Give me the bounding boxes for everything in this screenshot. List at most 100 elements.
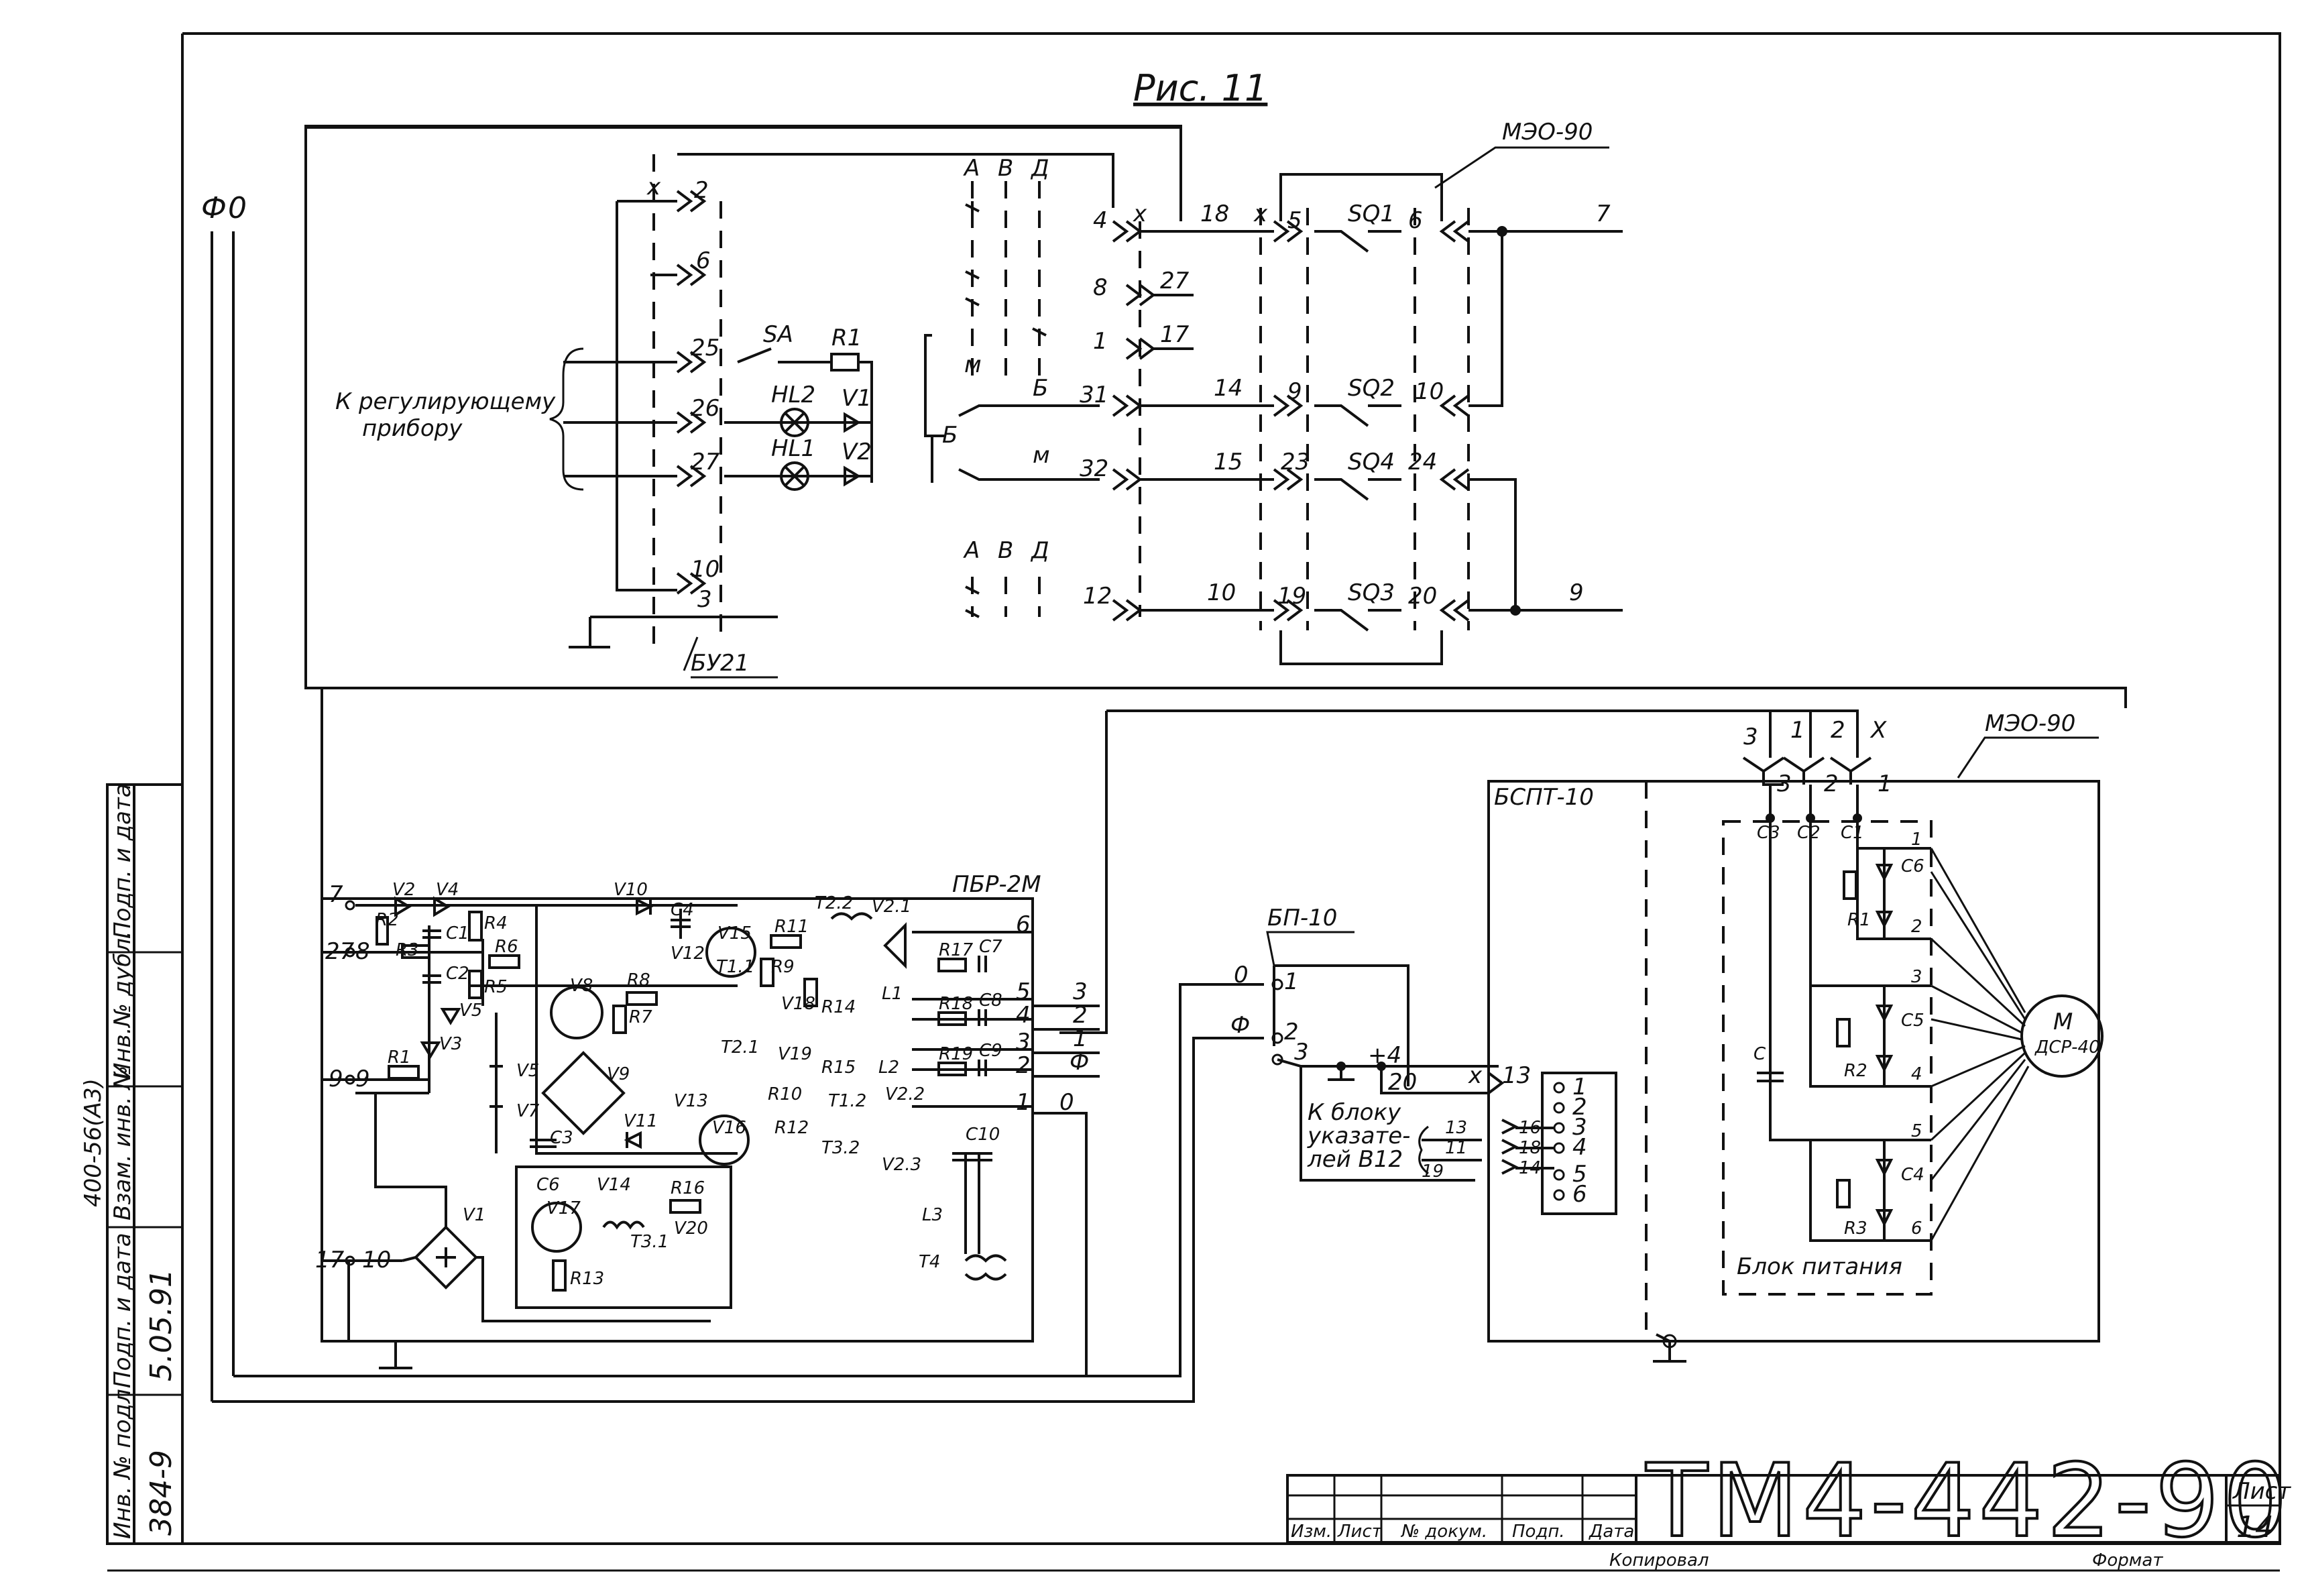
top-circuit: 2 6 25 26 27 10 3 x К регулирующему приб… [304, 119, 2127, 708]
pb-n1: 1 [1911, 830, 1922, 850]
pbr-r4: R4 [484, 913, 508, 933]
svg-text:10: 10 [691, 556, 719, 583]
pb-n6: 6 [1911, 1218, 1922, 1239]
pbr-v12: V12 [671, 944, 705, 964]
col-doc: № докум. [1400, 1522, 1487, 1542]
motor-symbol: M [2053, 1009, 2073, 1035]
pbr-t3-1: T3.1 [630, 1232, 669, 1252]
pbr-c4: C4 [671, 900, 694, 920]
indicator-label-3: лей В12 [1307, 1146, 1403, 1173]
pbr-v17: V17 [546, 1198, 581, 1218]
svg-text:26: 26 [691, 395, 719, 422]
svg-text:4: 4 [1093, 207, 1108, 234]
pbr-v16: V16 [712, 1118, 746, 1138]
side-cell-5: Инв. № подл. [109, 1381, 136, 1539]
svg-text:x: x [1253, 201, 1268, 227]
v2-label: V2 [842, 439, 872, 465]
r1-label: R1 [831, 325, 862, 351]
pbr-r16: R16 [671, 1178, 705, 1198]
pbr-v3: V3 [439, 1034, 462, 1054]
pbr-outputs: R17 C7 R18 C8 R19 C9 6 5 4 3 2 1 3 2 1 Ф… [912, 911, 1100, 1376]
pbr-label: ПБР-2М [952, 871, 1041, 898]
svg-text:14: 14 [1214, 375, 1243, 402]
motor-type: ДСР-40 [2034, 1037, 2100, 1058]
svg-text:м: м [964, 351, 982, 378]
pbr-c7: C7 [979, 937, 1002, 957]
svg-text:Б: Б [942, 422, 958, 449]
sq-connectors [1273, 220, 1470, 622]
pb-r1: R1 [1847, 910, 1871, 930]
pbr-r15: R15 [821, 1058, 856, 1078]
pbr-r8: R8 [627, 970, 650, 990]
pbr-r14: R14 [821, 997, 856, 1017]
pbr-v2-3: V2.3 [882, 1155, 921, 1175]
svg-text:27: 27 [691, 449, 720, 475]
pbr-v5b: V5 [516, 1061, 539, 1081]
sheet-number: 14 [2236, 1510, 2274, 1544]
svg-text:6: 6 [1016, 911, 1031, 938]
bspt-pin-6: 6 [1572, 1181, 1587, 1208]
abd-d-bottom: Д [1030, 537, 1049, 564]
pbr-t2-2: T2.2 [815, 893, 853, 913]
pbr-block: ПБР-2М 7 27 8 9 9 17 10 V2 V4 [315, 688, 1859, 1376]
abd-b-bottom: В [998, 537, 1013, 564]
svg-text:24: 24 [1408, 449, 1437, 475]
pbr-r17: R17 [939, 940, 974, 960]
bp-term-0: 0 [1234, 962, 1249, 988]
pbr-out-2: 2 [1073, 1002, 1088, 1029]
pbr-v20: V20 [674, 1218, 708, 1239]
svg-text:25: 25 [691, 335, 719, 361]
bspt10-block: БСПТ-10 1 2 3 4 5 6 13 16 18 14 x [1468, 780, 2100, 1363]
svg-text:Б: Б [1033, 375, 1048, 402]
supply-lines: Ф 0 [201, 191, 1264, 1403]
bp-term-20: 20 [1388, 1069, 1417, 1096]
document-code: ТМ4-442-90 [1646, 1443, 2291, 1560]
pbr-v15: V15 [717, 923, 752, 944]
svg-text:31: 31 [1080, 382, 1108, 408]
side-cell-3: Взам. инв. № [109, 1066, 136, 1220]
bspt10-label: БСПТ-10 [1494, 784, 1594, 811]
pbr-c6: C6 [536, 1175, 560, 1195]
sheet-frame [107, 32, 2281, 1545]
col-izm: Изм. [1291, 1522, 1332, 1542]
pbr-c10: C10 [966, 1125, 1000, 1145]
bspt-pin-3: 3 [1572, 1114, 1587, 1141]
svg-text:6: 6 [1408, 207, 1423, 234]
bspt-pin-4: 4 [1572, 1134, 1587, 1161]
supply-phase-label: Ф [201, 191, 227, 225]
pbr-r10: R10 [768, 1084, 802, 1104]
pbr-r18: R18 [939, 994, 973, 1014]
pbr-t1-2: T1.2 [828, 1091, 866, 1111]
pbr-c3: C3 [550, 1128, 573, 1148]
pbr-r12: R12 [774, 1118, 809, 1138]
svg-text:м: м [1033, 442, 1050, 469]
sq2-label: SQ2 [1348, 375, 1395, 402]
pbr-r11: R11 [774, 917, 809, 937]
pbr-t1-1: T1.1 [716, 957, 754, 977]
indicator-wire-11: 11 [1445, 1138, 1467, 1158]
bp-term-1: 1 [1284, 968, 1299, 995]
meo-bottom-block: МЭО-90 3 1 2 X 3 2 1 Блок питания C3 C2 … [1722, 710, 2104, 1296]
svg-text:x: x [646, 174, 661, 201]
pbr-v2-1: V2.1 [872, 897, 911, 917]
bp-term-phi: Ф [1230, 1012, 1250, 1039]
meo-in-3b: 3 [1777, 771, 1792, 797]
pbr-r7: R7 [629, 1007, 652, 1027]
svg-text:1: 1 [1093, 328, 1108, 355]
bspt-term-13: 13 [1502, 1062, 1531, 1089]
side-value-inv: 384-9 [144, 1450, 178, 1536]
pbr-v4: V4 [436, 880, 459, 900]
pb-c5: C5 [1901, 1011, 1924, 1031]
indicator-label-1: К блоку [1308, 1099, 1401, 1126]
abd-a-top: А [963, 155, 980, 182]
sq4-label: SQ4 [1348, 449, 1395, 475]
svg-text:5: 5 [1016, 978, 1031, 1005]
bp-term-3: 3 [1294, 1039, 1309, 1066]
pbr-v19: V19 [778, 1044, 812, 1064]
pbr-r2: R2 [376, 910, 399, 930]
meo-in-x: X [1869, 717, 1887, 744]
svg-text:x: x [1468, 1062, 1483, 1089]
supply-zero-label: 0 [228, 191, 247, 225]
pbr-v14: V14 [597, 1175, 631, 1195]
side-value-format: 400-56(А3) [80, 1078, 107, 1207]
